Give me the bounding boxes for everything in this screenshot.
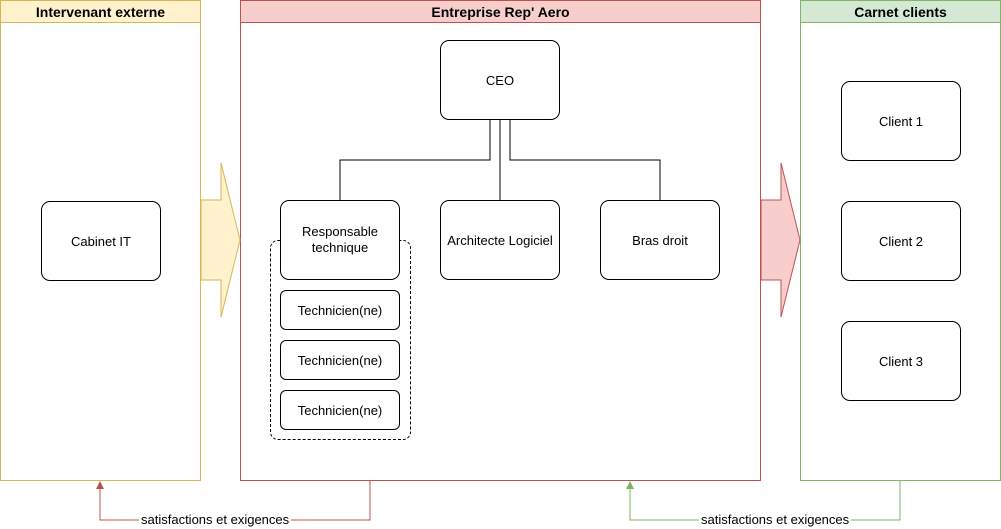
lane-external: Intervenant externe Cabinet IT <box>0 0 201 481</box>
feedback-label-left: satisfactions et exigences <box>139 512 292 527</box>
feedback-arrowhead-company <box>626 481 634 489</box>
node-technicien-3[interactable]: Technicien(ne) <box>280 390 400 430</box>
connector-ceo-bras-droit <box>509 120 661 200</box>
node-client-2[interactable]: Client 2 <box>841 201 961 281</box>
feedback-arrowhead-external <box>96 481 104 489</box>
node-responsable-technique[interactable]: Responsable technique <box>280 200 400 280</box>
lane-clients-title: Carnet clients <box>801 1 1000 23</box>
node-bras-droit[interactable]: Bras droit <box>600 200 720 280</box>
connector-ceo-responsable <box>339 120 491 200</box>
node-cabinet-it[interactable]: Cabinet IT <box>41 201 161 281</box>
node-client-1[interactable]: Client 1 <box>841 81 961 161</box>
lane-clients: Carnet clients Client 1 Client 2 Client … <box>800 0 1001 481</box>
node-technicien-2[interactable]: Technicien(ne) <box>280 340 400 380</box>
node-technicien-1[interactable]: Technicien(ne) <box>280 290 400 330</box>
lane-external-title: Intervenant externe <box>1 1 200 23</box>
block-arrow-company-to-clients <box>760 162 801 318</box>
node-ceo[interactable]: CEO <box>440 40 560 120</box>
block-arrow-external-to-company <box>200 162 241 318</box>
node-client-3[interactable]: Client 3 <box>841 321 961 401</box>
lane-company-title: Entreprise Rep' Aero <box>241 1 760 23</box>
node-architecte-logiciel[interactable]: Architecte Logiciel <box>440 200 560 280</box>
org-connectors <box>339 120 661 200</box>
feedback-label-right: satisfactions et exigences <box>699 512 852 527</box>
